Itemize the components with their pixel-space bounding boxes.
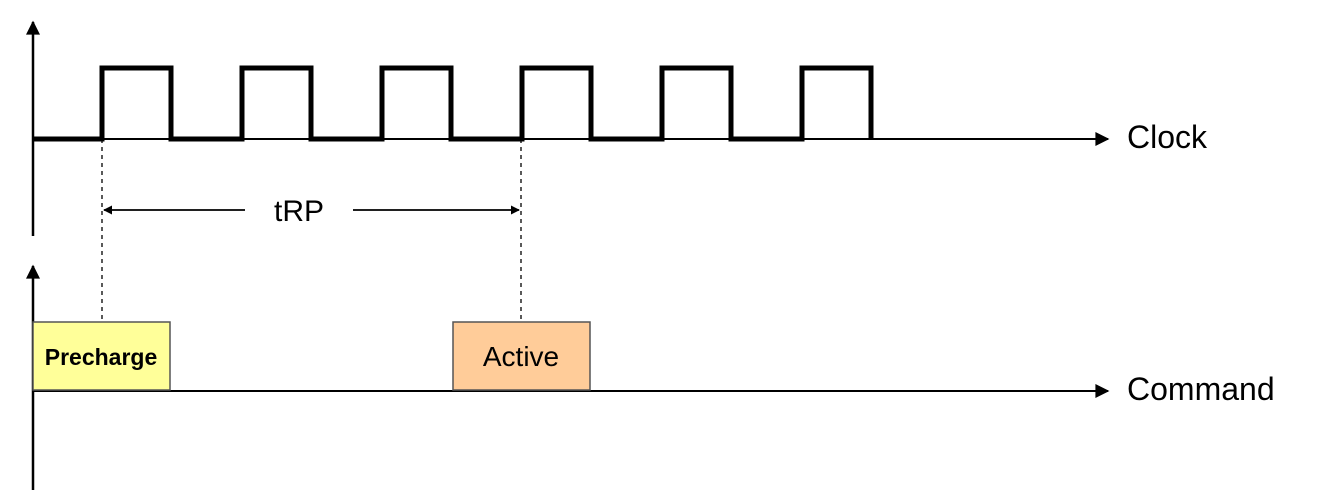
trp-label: tRP — [274, 195, 324, 228]
clock-label: Clock — [1127, 119, 1208, 155]
precharge-label: Precharge — [45, 344, 158, 370]
clock-waveform — [33, 65, 874, 142]
active-block — [452, 321, 591, 391]
command-label: Command — [1127, 371, 1275, 407]
active-label: Active — [483, 341, 559, 372]
precharge-block — [32, 321, 171, 391]
